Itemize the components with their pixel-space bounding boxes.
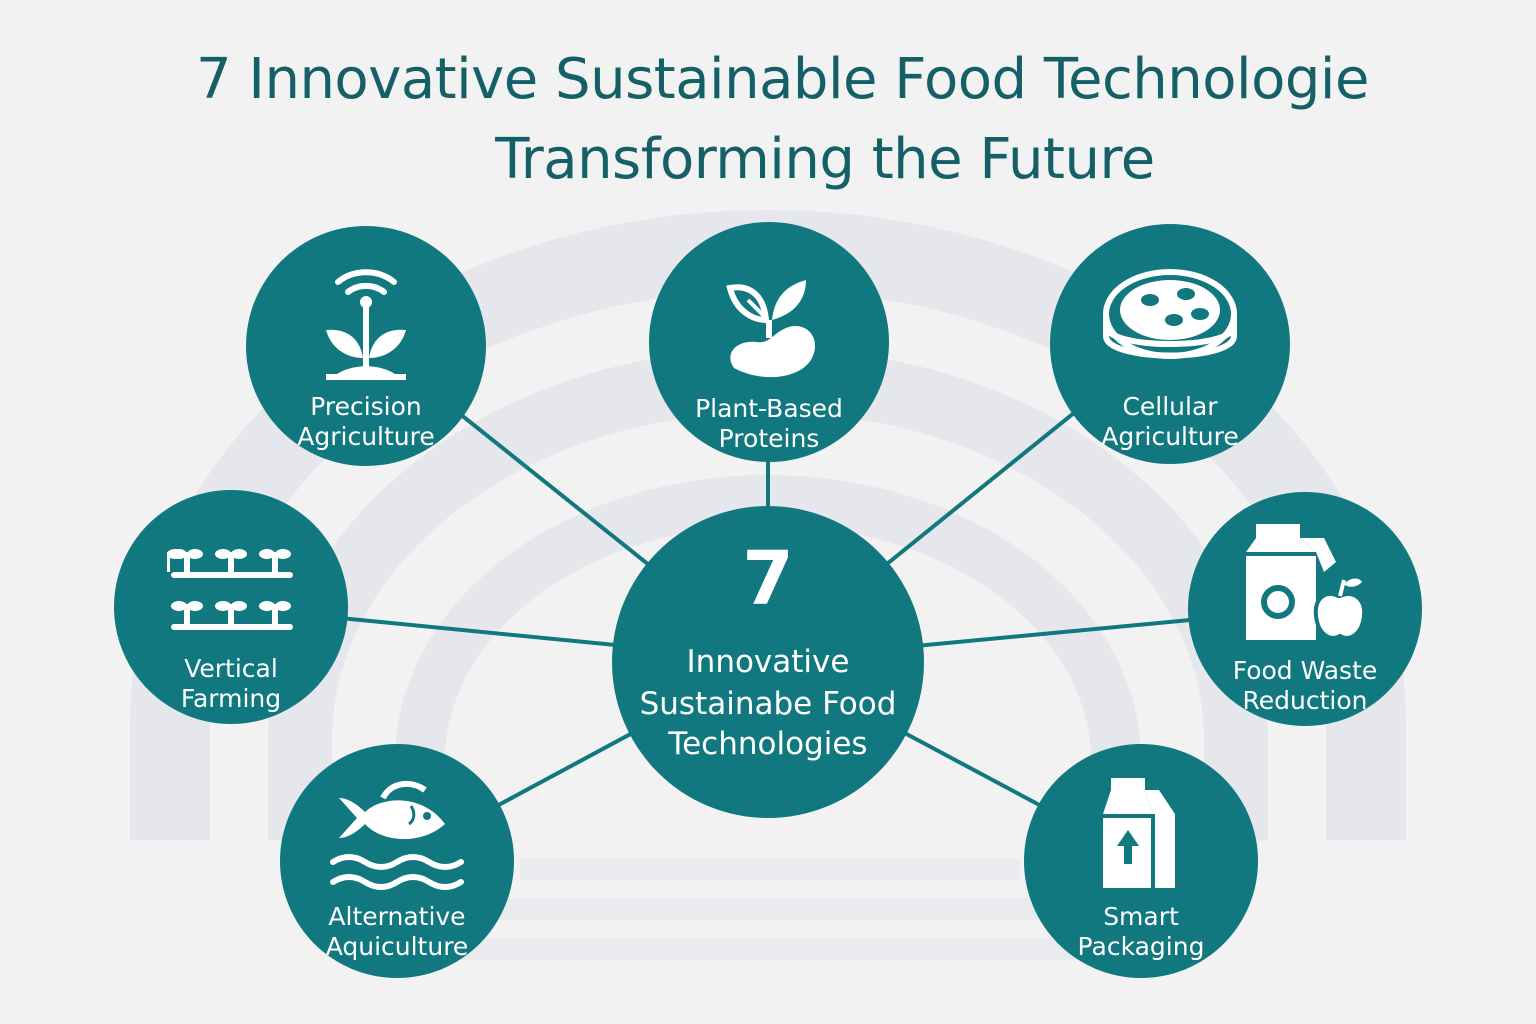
center-number: 7 [742,536,794,622]
label-line: Cellular [1122,392,1218,421]
recyclable-carton-icon [1103,778,1175,888]
node-food-waste-reduction: Food Waste Reduction [1188,492,1422,726]
node-plant-based-proteins: Plant-Based Proteins [649,222,889,462]
label-line: Agriculture [297,422,435,451]
label-line: Aquiculture [325,932,469,961]
petri-dish-icon [1103,269,1237,359]
label-line: Farming [180,684,282,713]
node-label: Food Waste Reduction [1188,656,1422,716]
node-vertical-farming: Vertical Farming [114,490,348,724]
seedling-rows-icon [167,549,293,630]
node-label: Vertical Farming [114,654,348,714]
label-line: Plant-Based [695,394,843,423]
node-precision-agriculture: Precision Agriculture [246,226,486,466]
center-node: 7 Innovative Sustainabe Food Technologie… [612,506,924,818]
node-label: Precision Agriculture [246,392,486,452]
label-line: Proteins [718,424,820,453]
center-line-2: Sustainabe Food [639,686,897,722]
label-line: Precision [310,392,422,421]
node-label: Smart Packaging [1024,902,1258,962]
label-line: Agriculture [1101,422,1239,451]
title-line-2: Transforming the Future [495,127,1155,192]
carton-apple-icon [1246,524,1367,640]
node-smart-packaging: Smart Packaging [1024,744,1258,978]
label-line: Alternative [328,902,466,931]
node-cellular-agriculture: Cellular Agriculture [1050,224,1290,464]
label-line: Packaging [1077,932,1205,961]
label-line: Reduction [1242,686,1368,715]
node-label: Cellular Agriculture [1050,392,1290,452]
bean-sprout-icon [726,280,816,378]
node-label: Alternative Aquiculture [280,902,514,962]
node-label: Plant-Based Proteins [649,394,889,454]
title-line-1: 7 Innovative Sustainable Food Technologi… [196,47,1369,112]
fish-waves-icon [330,780,464,890]
sprout-wireless-icon [326,269,406,380]
node-alternative-aquiculture: Alternative Aquiculture [280,744,514,978]
label-line: Food Waste [1232,656,1378,685]
label-line: Vertical [184,654,278,683]
center-line-3: Technologies [668,726,868,762]
center-line-1: Innovative [686,644,850,680]
label-line: Smart [1103,902,1179,931]
